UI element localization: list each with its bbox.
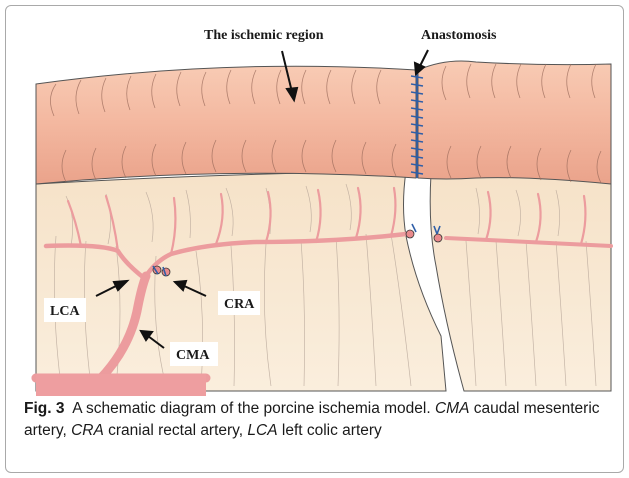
caption-title: A schematic diagram of the porcine ische… [72, 400, 430, 417]
figure-caption: Fig. 3 A schematic diagram of the porcin… [24, 398, 624, 442]
caption-abbr-lca: LCA [247, 422, 277, 439]
mesentery-right [430, 174, 611, 391]
label-lca: LCA [50, 304, 80, 319]
vessel-base [36, 374, 206, 396]
caption-fig-label: Fig. 3 [24, 400, 64, 417]
mesentery-left [36, 171, 446, 391]
caption-abbr-cra: CRA [71, 422, 104, 439]
bowel-ischemic-segment [36, 66, 416, 184]
caption-abbr-cma: CMA [435, 400, 469, 417]
label-anastomosis: Anastomosis [421, 28, 497, 43]
figure-frame: The ischemic region Anastomosis LCA CRA … [5, 5, 624, 473]
porcine-ischemia-diagram: The ischemic region Anastomosis LCA CRA … [6, 6, 623, 396]
label-cma: CMA [176, 348, 210, 363]
caption-def-cra: cranial rectal artery, [108, 422, 243, 439]
caption-def-lca: left colic artery [282, 422, 382, 439]
label-ischemic-region: The ischemic region [204, 28, 324, 43]
label-cra: CRA [224, 297, 255, 312]
